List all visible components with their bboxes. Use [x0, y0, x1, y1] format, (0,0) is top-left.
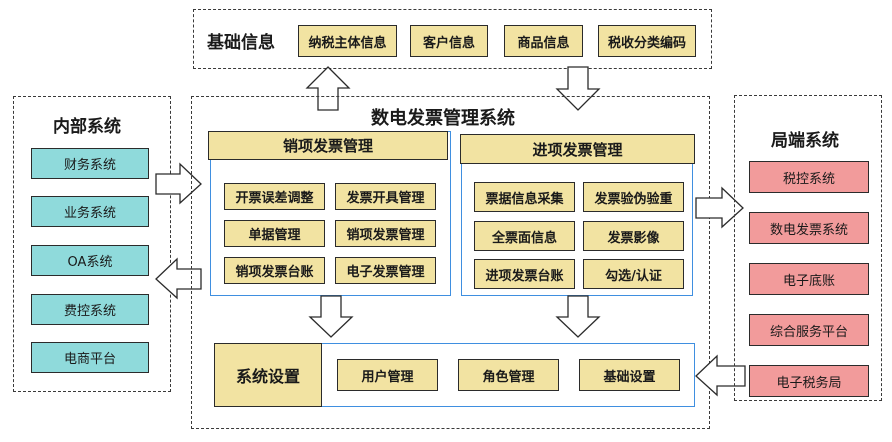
settings-header[interactable]: 系统设置: [214, 343, 322, 407]
left-arrow-icon: [155, 257, 202, 300]
settings-item-role-manage[interactable]: 角色管理: [458, 359, 559, 391]
down-arrow-icon: [555, 295, 601, 338]
bureau-item-digital-invoice[interactable]: 数电发票系统: [749, 212, 869, 244]
sales-item-sales-invoice-manage[interactable]: 销项发票管理: [335, 220, 436, 247]
main-system-title: 数电发票管理系统: [371, 108, 515, 129]
main-system-container: [191, 96, 710, 429]
left-arrow-icon: [695, 354, 746, 397]
bureau-item-tax-control[interactable]: 税控系统: [749, 161, 869, 193]
bureau-item-e-ledger[interactable]: 电子底账: [749, 263, 869, 295]
internal-item-oa[interactable]: OA系统: [31, 245, 149, 276]
basic-info-item-product[interactable]: 商品信息: [504, 25, 583, 57]
down-arrow-icon: [555, 66, 601, 111]
internal-systems-container: [13, 96, 171, 392]
internal-item-business[interactable]: 业务系统: [31, 196, 149, 227]
basic-info-title: 基础信息: [207, 33, 275, 53]
settings-item-user-manage[interactable]: 用户管理: [337, 359, 438, 391]
bureau-systems-title: 局端系统: [771, 131, 839, 151]
sales-item-issue-manage[interactable]: 发票开具管理: [335, 183, 436, 210]
input-item-full-info[interactable]: 全票面信息: [474, 221, 575, 251]
settings-item-basic-settings[interactable]: 基础设置: [579, 359, 680, 391]
internal-systems-title: 内部系统: [53, 117, 121, 137]
input-item-verify[interactable]: 发票验伪验重: [583, 182, 684, 212]
sales-item-document-manage[interactable]: 单据管理: [224, 220, 325, 247]
basic-info-item-customer[interactable]: 客户信息: [410, 25, 488, 57]
input-item-ledger[interactable]: 进项发票台账: [474, 259, 575, 289]
up-arrow-icon: [305, 66, 351, 111]
bureau-systems-container: [734, 95, 882, 401]
input-item-collect[interactable]: 票据信息采集: [474, 182, 575, 212]
basic-info-container: [193, 9, 712, 69]
basic-info-item-tax-code[interactable]: 税收分类编码: [598, 25, 696, 57]
right-arrow-icon: [155, 162, 202, 205]
basic-info-item-taxpayer[interactable]: 纳税主体信息: [298, 25, 397, 57]
internal-item-finance[interactable]: 财务系统: [31, 148, 149, 179]
input-item-image[interactable]: 发票影像: [583, 221, 684, 251]
sales-item-error-adjust[interactable]: 开票误差调整: [224, 183, 325, 210]
right-arrow-icon: [695, 186, 744, 229]
sales-item-ledger[interactable]: 销项发票台账: [224, 257, 325, 284]
bureau-item-e-tax-bureau[interactable]: 电子税务局: [749, 365, 869, 397]
down-arrow-icon: [308, 295, 354, 338]
input-invoice-header[interactable]: 进项发票管理: [460, 134, 695, 164]
input-item-select-certify[interactable]: 勾选/认证: [583, 259, 684, 289]
internal-item-ecommerce[interactable]: 电商平台: [31, 342, 149, 373]
sales-item-e-invoice-manage[interactable]: 电子发票管理: [335, 257, 436, 284]
bureau-item-service-platform[interactable]: 综合服务平台: [749, 314, 869, 346]
internal-item-expense[interactable]: 费控系统: [31, 294, 149, 325]
sales-invoice-header[interactable]: 销项发票管理: [208, 131, 448, 160]
